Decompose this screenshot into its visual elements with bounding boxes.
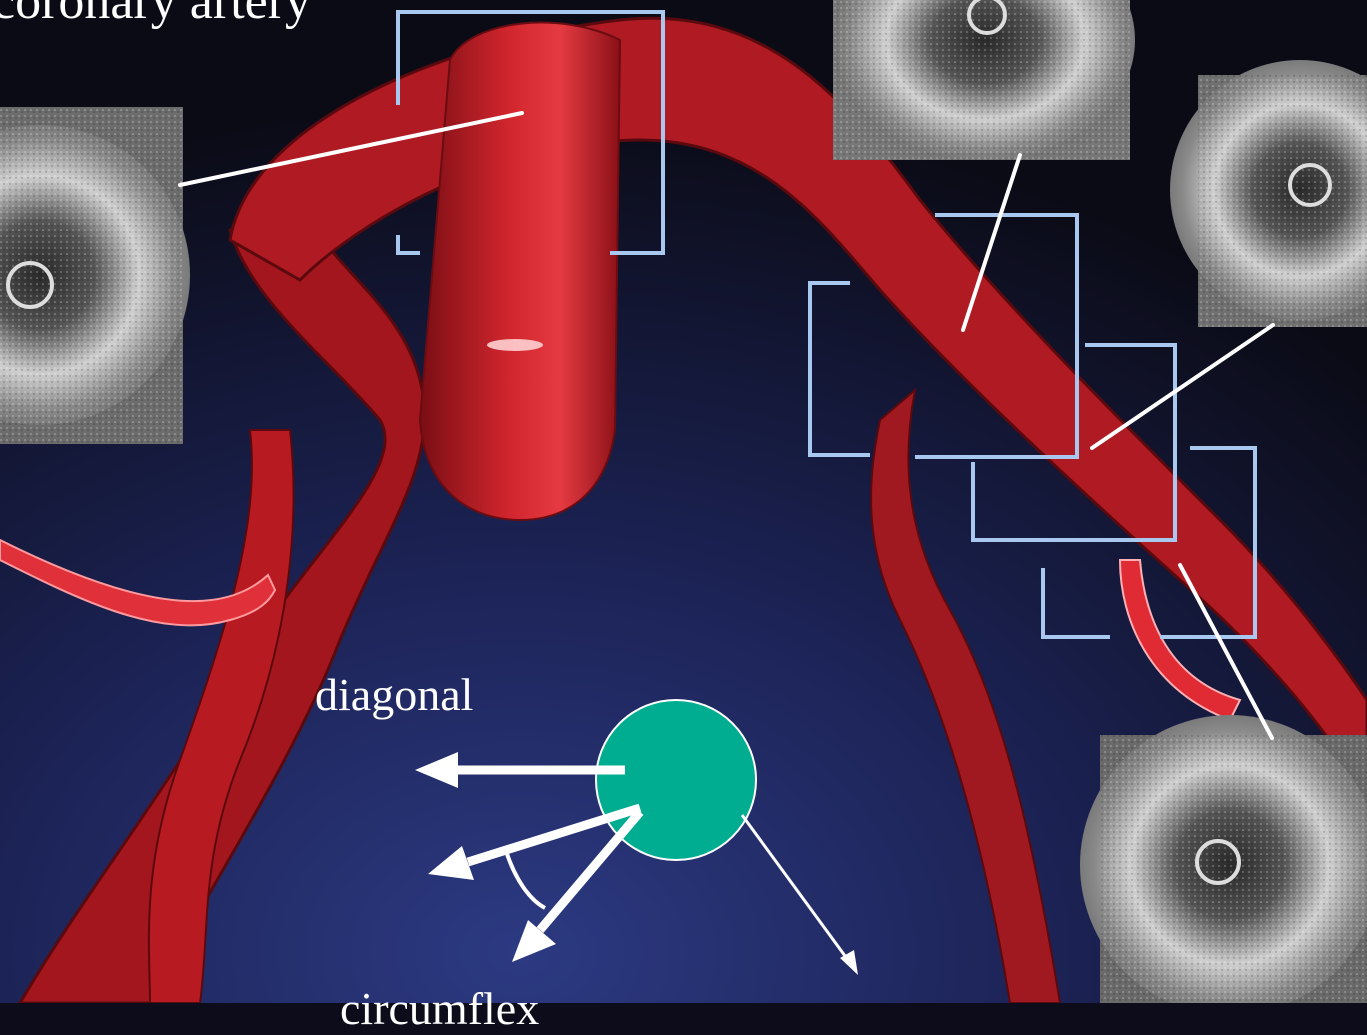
ivus-image-top-right [833,0,1135,160]
ivus-image-left [0,107,190,444]
diagram-artwork [0,0,1367,1003]
artery-cut-segment [420,23,620,520]
ivus-image-right [1170,60,1367,327]
diagram-canvas [0,0,1367,1003]
circumflex-label: circumflex [340,982,539,1035]
coronary-artery-label: coronary artery [0,0,311,31]
ivus-image-bottom-right [1080,715,1367,1003]
diagonal-label: diagonal [315,668,473,721]
